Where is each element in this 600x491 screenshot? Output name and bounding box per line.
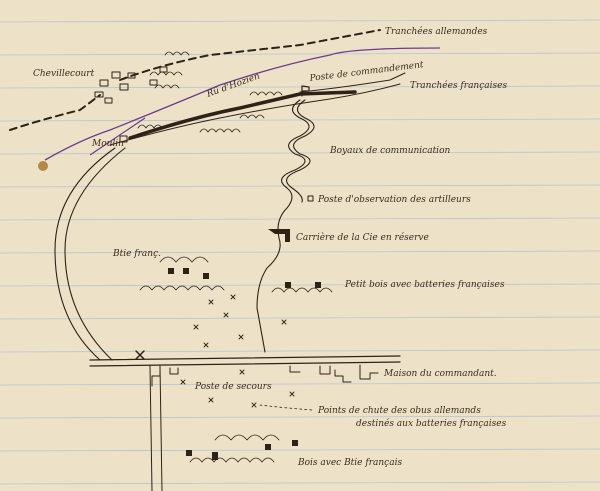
- label-communication-trenches: Boyaux de communication: [329, 146, 450, 156]
- label-aid-post: Poste de secours: [194, 382, 272, 392]
- label-observation-post: Poste d'observation des artilleurs: [317, 195, 471, 205]
- houses: [151, 364, 379, 387]
- shell-impact-marks: [180, 294, 295, 408]
- label-commander-house: Maison du commandant.: [383, 369, 497, 379]
- main-road: [89, 355, 401, 367]
- german-trenches: [9, 29, 381, 131]
- french-trenches: [128, 90, 357, 140]
- stream: [44, 47, 441, 161]
- battery-icons: [168, 268, 321, 460]
- road: [54, 147, 126, 361]
- impact-pointer: [259, 404, 313, 411]
- label-small-wood: Petit bois avec batteries françaises: [344, 280, 505, 290]
- communication-trench: [256, 99, 310, 353]
- road-south: [149, 365, 163, 491]
- label-village: Chevillecourt: [33, 69, 95, 79]
- mill-icon: [119, 135, 128, 143]
- label-shell-impacts-2: destinés aux batteries françaises: [356, 418, 507, 429]
- label-quarry: Carrière de la Cie en réserve: [296, 232, 429, 243]
- command-post-flag-icon: [301, 85, 310, 97]
- wood-outlines: [139, 256, 333, 463]
- stream-branch: [89, 117, 146, 156]
- ruled-lines: [0, 19, 600, 485]
- ink-stain: [38, 161, 48, 171]
- label-shell-impacts-1: Points de chute des obus allemands: [317, 406, 481, 416]
- label-mill: Moulin: [91, 139, 124, 149]
- observation-post-icon: [307, 195, 314, 202]
- label-french-trenches: Tranchées françaises: [410, 80, 507, 91]
- french-trench-outline: [109, 72, 406, 146]
- quarry-icon: [268, 229, 290, 242]
- label-wood-battery: Bois avec Btie français: [297, 458, 402, 468]
- label-stream: Rû d'Hozien: [204, 70, 261, 100]
- village-buildings: [94, 66, 168, 104]
- communication-trench-2: [286, 99, 315, 203]
- label-french-battery: Btie franç.: [112, 249, 161, 259]
- label-german-trenches: Tranchées allemandes: [385, 26, 488, 37]
- crossroads-mark: [135, 350, 145, 360]
- label-command-post: Poste de commandement: [308, 60, 424, 84]
- wood-scribbles: [137, 51, 283, 133]
